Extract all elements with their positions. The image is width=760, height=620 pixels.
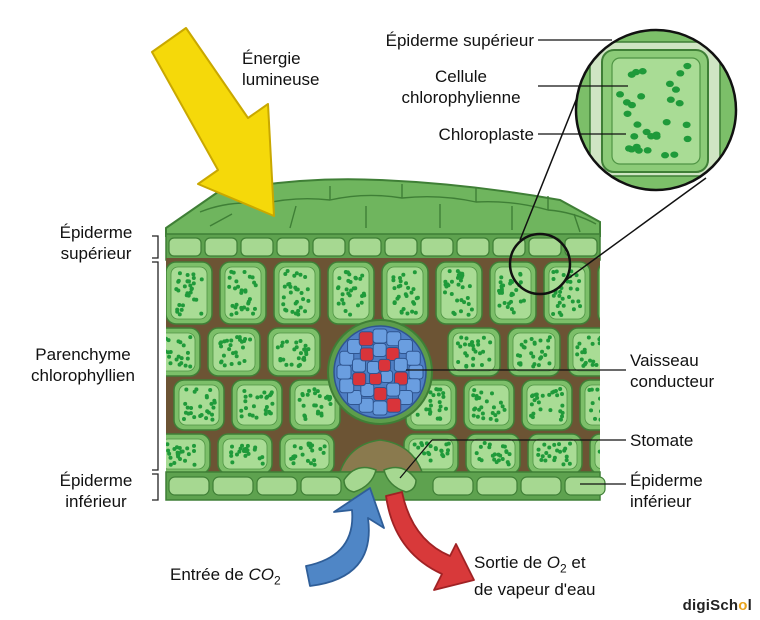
substomatal-cavity	[339, 439, 423, 472]
label-chem: CO	[248, 565, 274, 584]
label-line: Cellule	[435, 67, 487, 86]
label-line: conducteur	[630, 372, 715, 391]
vascular-bundle	[327, 319, 433, 425]
upper-epidermis-band	[165, 233, 601, 261]
label-sortie-o2: Sortie de O2 et de vapeur d'eau	[474, 552, 595, 600]
label-chloroplaste: Chloroplaste	[438, 125, 534, 144]
label-line: chlorophylienne	[401, 88, 521, 107]
logo-part: l	[747, 597, 752, 614]
left-brackets	[152, 235, 159, 501]
label-energie-lumineuse: Énergie lumineuse	[242, 48, 320, 90]
label-sub: 2	[273, 573, 281, 588]
label-text: Sortie de	[474, 553, 547, 572]
logo-part: digiSch	[682, 597, 739, 614]
red-arrow-icon	[385, 491, 475, 591]
zoom-circle	[508, 232, 572, 296]
label-epiderme-superieur-left: Épiderme supérieur	[40, 222, 152, 264]
label-parenchyme-chlorophyllien: Parenchyme chlorophyllien	[14, 344, 152, 386]
label-epiderme-inferieur-left: Épiderme inférieur	[40, 470, 152, 512]
inset-magnified-cell	[574, 28, 738, 192]
digischool-logo: digiSchol	[683, 597, 752, 614]
zoom-line	[519, 79, 585, 241]
label-sub: 2	[560, 561, 567, 576]
lower-epidermis-cells	[168, 476, 606, 496]
label-epiderme-inferieur-right: Épiderme inférieur	[630, 470, 703, 512]
logo-part: o	[738, 597, 748, 614]
label-line: inférieur	[630, 492, 692, 511]
leader-lines	[399, 39, 628, 485]
yellow-arrow-icon	[151, 27, 275, 217]
upper-epidermis-cells	[168, 237, 598, 257]
label-epiderme-superieur-inset: Épiderme supérieur	[385, 31, 534, 50]
blue-arrow-icon	[305, 487, 385, 587]
label-line: Sortie de O2 et	[474, 552, 595, 579]
label-entree-co2: Entrée de CO2	[170, 564, 281, 591]
label-text: et	[566, 553, 586, 572]
label-line: Parenchyme	[35, 345, 131, 364]
mesophyll-cells	[166, 261, 600, 472]
label-line: inférieur	[65, 492, 127, 511]
label-chem: O	[546, 553, 560, 572]
label-vaisseau-conducteur: Vaisseau conducteur	[630, 350, 714, 392]
label-line: supérieur	[60, 244, 132, 263]
label-line: chlorophyllien	[31, 366, 135, 385]
stomata-guard-cells	[343, 466, 417, 493]
label-text: Entrée de	[170, 565, 249, 584]
label-line: Épiderme	[630, 471, 703, 490]
label-line: Épiderme	[59, 223, 133, 242]
label-line: lumineuse	[242, 70, 320, 89]
label-cellule-chlorophylienne: Cellule chlorophylienne	[386, 66, 536, 108]
label-line: Énergie	[242, 49, 301, 68]
label-stomate: Stomate	[630, 431, 694, 450]
label-line: Épiderme	[59, 471, 133, 490]
label-line: de vapeur d'eau	[474, 580, 596, 600]
zoom-line	[565, 177, 707, 281]
label-line: Vaisseau	[630, 351, 699, 370]
